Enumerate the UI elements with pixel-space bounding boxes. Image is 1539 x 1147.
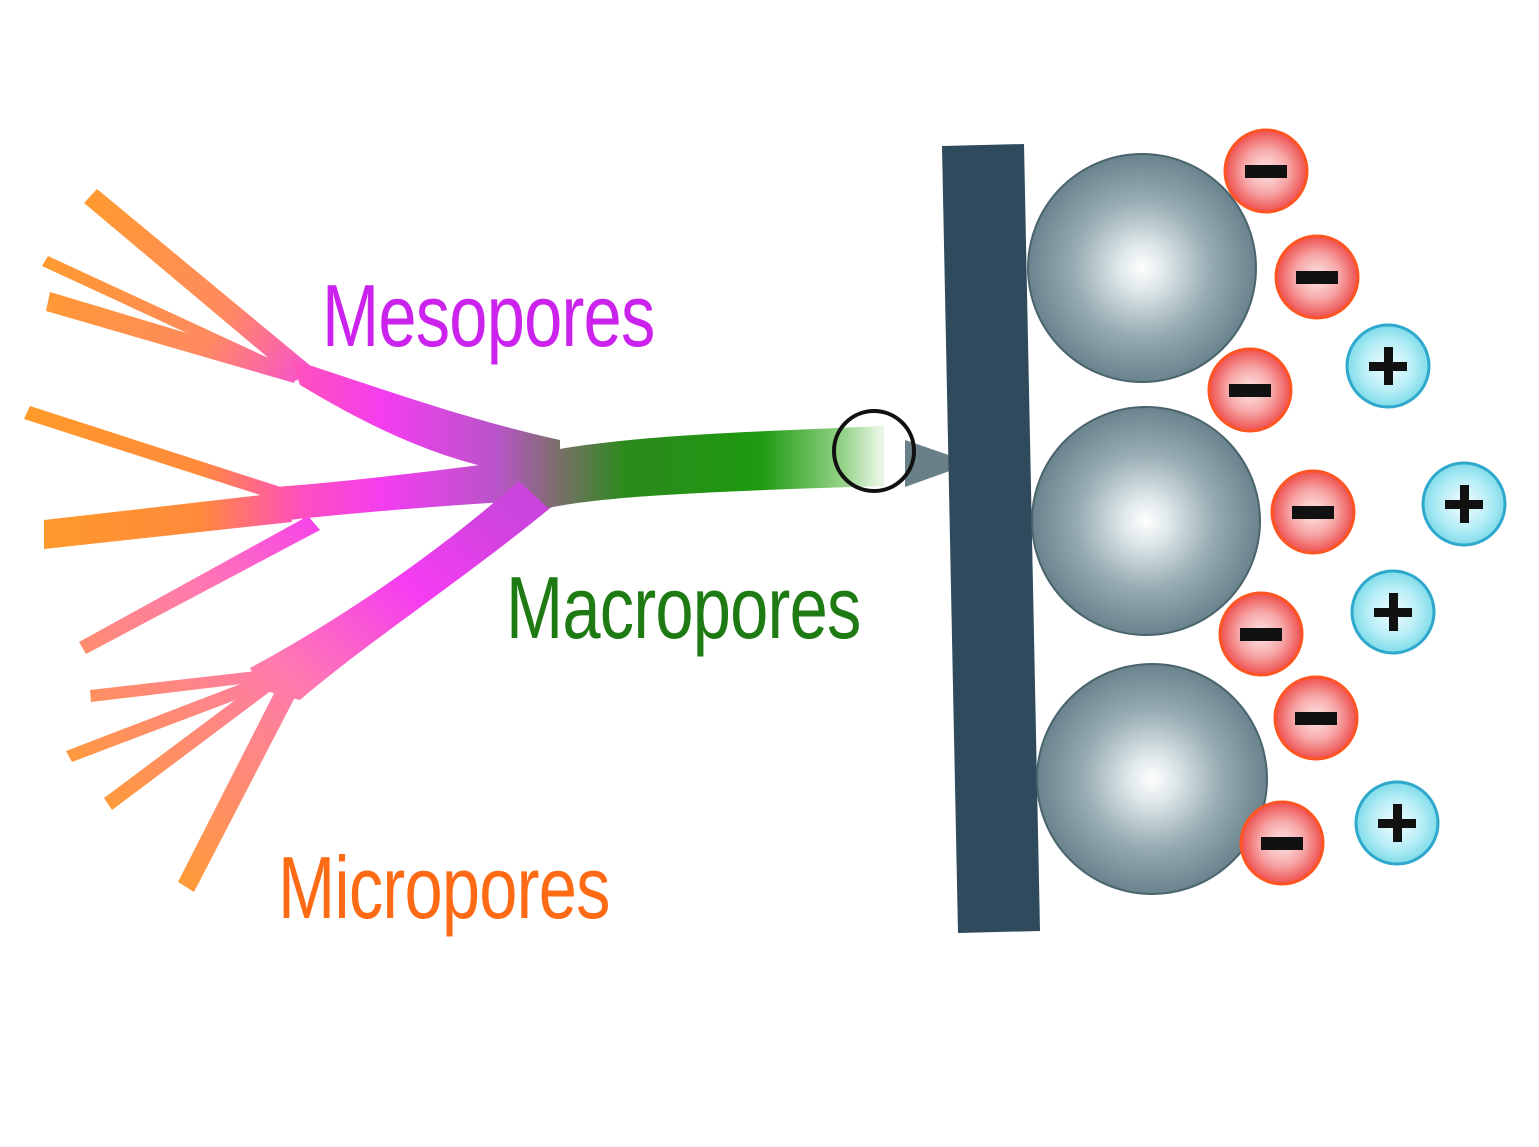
- cation: [1350, 569, 1436, 655]
- minus-sign: [1229, 384, 1271, 397]
- minus-sign: [1296, 271, 1338, 284]
- magnifier: [832, 409, 972, 493]
- electrolyte-ions: [1207, 128, 1507, 886]
- anion: [1223, 128, 1309, 214]
- plus-sign-vertical: [1460, 485, 1469, 523]
- mesopore-trunk-middle: [260, 460, 540, 522]
- mesopore-trunk-lower: [250, 480, 560, 700]
- cation: [1354, 780, 1440, 866]
- cation: [1421, 461, 1507, 547]
- carbon-particle: [1027, 153, 1257, 383]
- mesopores-label: Mesopores: [322, 267, 654, 365]
- minus-sign: [1292, 506, 1334, 519]
- anion: [1273, 675, 1359, 761]
- plus-sign-vertical: [1389, 593, 1398, 631]
- minus-sign: [1240, 628, 1282, 641]
- magnifier-pointer: [905, 440, 972, 487]
- anion: [1239, 800, 1325, 886]
- micropore-branch: [46, 292, 300, 383]
- plus-sign-vertical: [1393, 804, 1402, 842]
- micropore-branch: [104, 680, 272, 810]
- plus-sign-vertical: [1384, 347, 1393, 385]
- micropore-branch: [66, 678, 262, 762]
- minus-sign: [1261, 837, 1303, 850]
- mesopore-trunk-upper: [292, 362, 560, 480]
- anion: [1218, 591, 1304, 677]
- carbon-particles: [1027, 153, 1268, 895]
- macropores-label: Macropores: [506, 559, 861, 657]
- micropores-label: Micropores: [278, 839, 610, 937]
- micropore-branch: [79, 516, 320, 654]
- micropore-branch: [84, 189, 312, 381]
- macropore-trunk: [498, 426, 884, 508]
- carbon-particle: [1036, 663, 1268, 895]
- micropore-branch: [178, 666, 306, 892]
- pore-network: [24, 189, 884, 892]
- electrode-plate: [942, 144, 1040, 933]
- micropore-branch: [44, 492, 292, 549]
- minus-sign: [1245, 165, 1287, 178]
- carbon-particle: [1031, 406, 1261, 636]
- minus-sign: [1295, 712, 1337, 725]
- cation: [1345, 323, 1431, 409]
- micropore-branch: [24, 406, 290, 502]
- anion: [1270, 469, 1356, 555]
- magnifier-circle: [832, 409, 916, 493]
- anion: [1207, 347, 1293, 433]
- micropore-branch: [90, 671, 258, 702]
- anion: [1274, 234, 1360, 320]
